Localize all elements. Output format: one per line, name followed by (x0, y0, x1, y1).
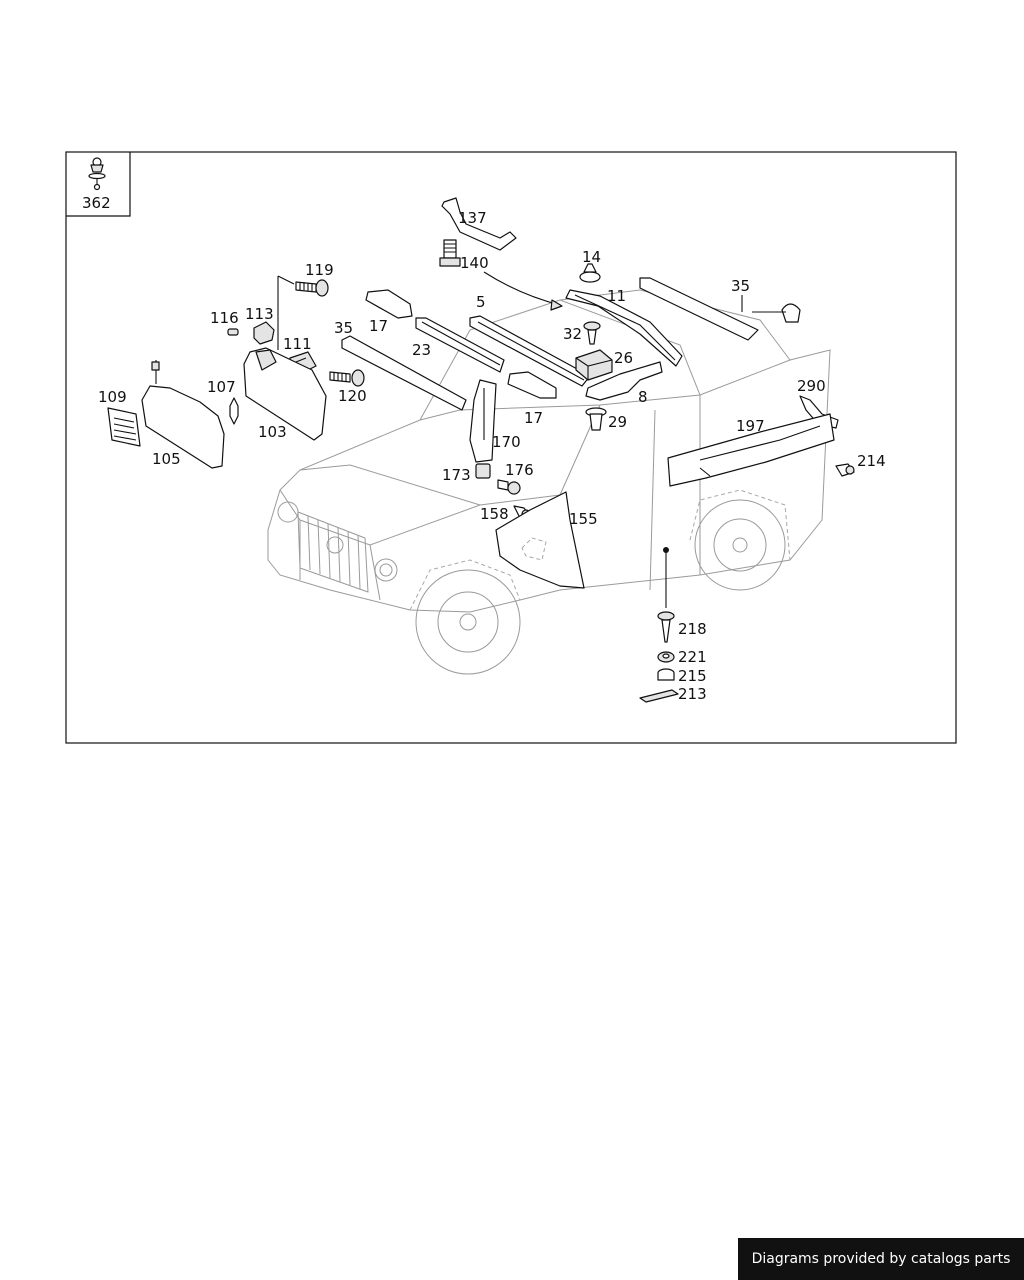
clip-icon (88, 157, 106, 191)
callout-214: 214 (857, 452, 886, 470)
callout-111: 111 (283, 335, 312, 353)
diagram-frame (65, 151, 957, 744)
callout-119: 119 (305, 261, 334, 279)
callout-290: 290 (797, 377, 826, 395)
part-170-trim (469, 379, 497, 463)
callout-173: 173 (442, 466, 471, 484)
part-35-clip (781, 303, 801, 323)
callout-11: 11 (607, 287, 626, 305)
callout-140: 140 (460, 254, 489, 272)
callout-35-right: 35 (731, 277, 750, 295)
part-119-screw (295, 279, 329, 297)
callout-17-left: 17 (369, 317, 388, 335)
callout-170: 170 (492, 433, 521, 451)
callout-8: 8 (638, 388, 648, 406)
part-29-plug (585, 407, 607, 431)
vehicle-outline (267, 289, 831, 675)
part-140-bolt (439, 239, 461, 267)
callout-103: 103 (258, 423, 287, 441)
arrow-140-to-11 (483, 271, 561, 306)
part-107-bulb (229, 397, 239, 425)
callout-215: 215 (678, 667, 707, 685)
callout-17-right: 17 (524, 409, 543, 427)
callout-221: 221 (678, 648, 707, 666)
part-8-bracket (585, 361, 663, 401)
callout-155: 155 (569, 510, 598, 528)
callout-23: 23 (412, 341, 431, 359)
callout-26: 26 (614, 349, 633, 367)
legend-box: 362 (66, 152, 131, 217)
part-35-strip-left (341, 335, 467, 411)
callout-32: 32 (563, 325, 582, 343)
part-155-panel (495, 491, 585, 589)
part-103-visor (243, 347, 327, 441)
part-109-mirror (107, 407, 141, 447)
part-26-block (575, 349, 613, 381)
part-137-cable (441, 197, 517, 251)
part-35-strip-right (639, 277, 759, 341)
callout-105: 105 (152, 450, 181, 468)
mount-point (663, 547, 669, 553)
part-17-bracket-left (365, 289, 413, 319)
callout-14: 14 (582, 248, 601, 266)
part-23-rail (415, 317, 505, 373)
callout-120: 120 (338, 387, 367, 405)
footer-credit: Diagrams provided by catalogs parts (738, 1238, 1024, 1280)
part-218-screw (657, 611, 675, 643)
part-120-screw (329, 369, 365, 387)
leader-119 (277, 275, 295, 350)
part-215-spacer (657, 668, 675, 681)
callout-137: 137 (458, 209, 487, 227)
part-221-washer (657, 651, 675, 663)
part-197-sill (667, 413, 835, 487)
callout-107: 107 (207, 378, 236, 396)
part-17-bracket-right (507, 371, 557, 399)
part-105-visor (141, 360, 225, 469)
part-214-clip (835, 463, 855, 477)
callout-158: 158 (480, 505, 509, 523)
part-213-strip (639, 689, 679, 703)
callout-116: 116 (210, 309, 239, 327)
callout-29: 29 (608, 413, 627, 431)
callout-113: 113 (245, 305, 274, 323)
callout-109: 109 (98, 388, 127, 406)
legend-number: 362 (82, 194, 111, 212)
callout-35-left: 35 (334, 319, 353, 337)
part-11-rail (565, 289, 683, 367)
part-5-rail (469, 315, 591, 387)
callout-218: 218 (678, 620, 707, 638)
callout-176: 176 (505, 461, 534, 479)
part-116-pin (227, 328, 239, 336)
part-32-screw (583, 321, 601, 345)
part-14-clip (579, 263, 601, 283)
callout-197: 197 (736, 417, 765, 435)
part-113-holder (253, 321, 275, 345)
part-173-clip (475, 463, 491, 479)
part-176-screw (497, 479, 521, 495)
callout-213: 213 (678, 685, 707, 703)
callout-5: 5 (476, 293, 486, 311)
